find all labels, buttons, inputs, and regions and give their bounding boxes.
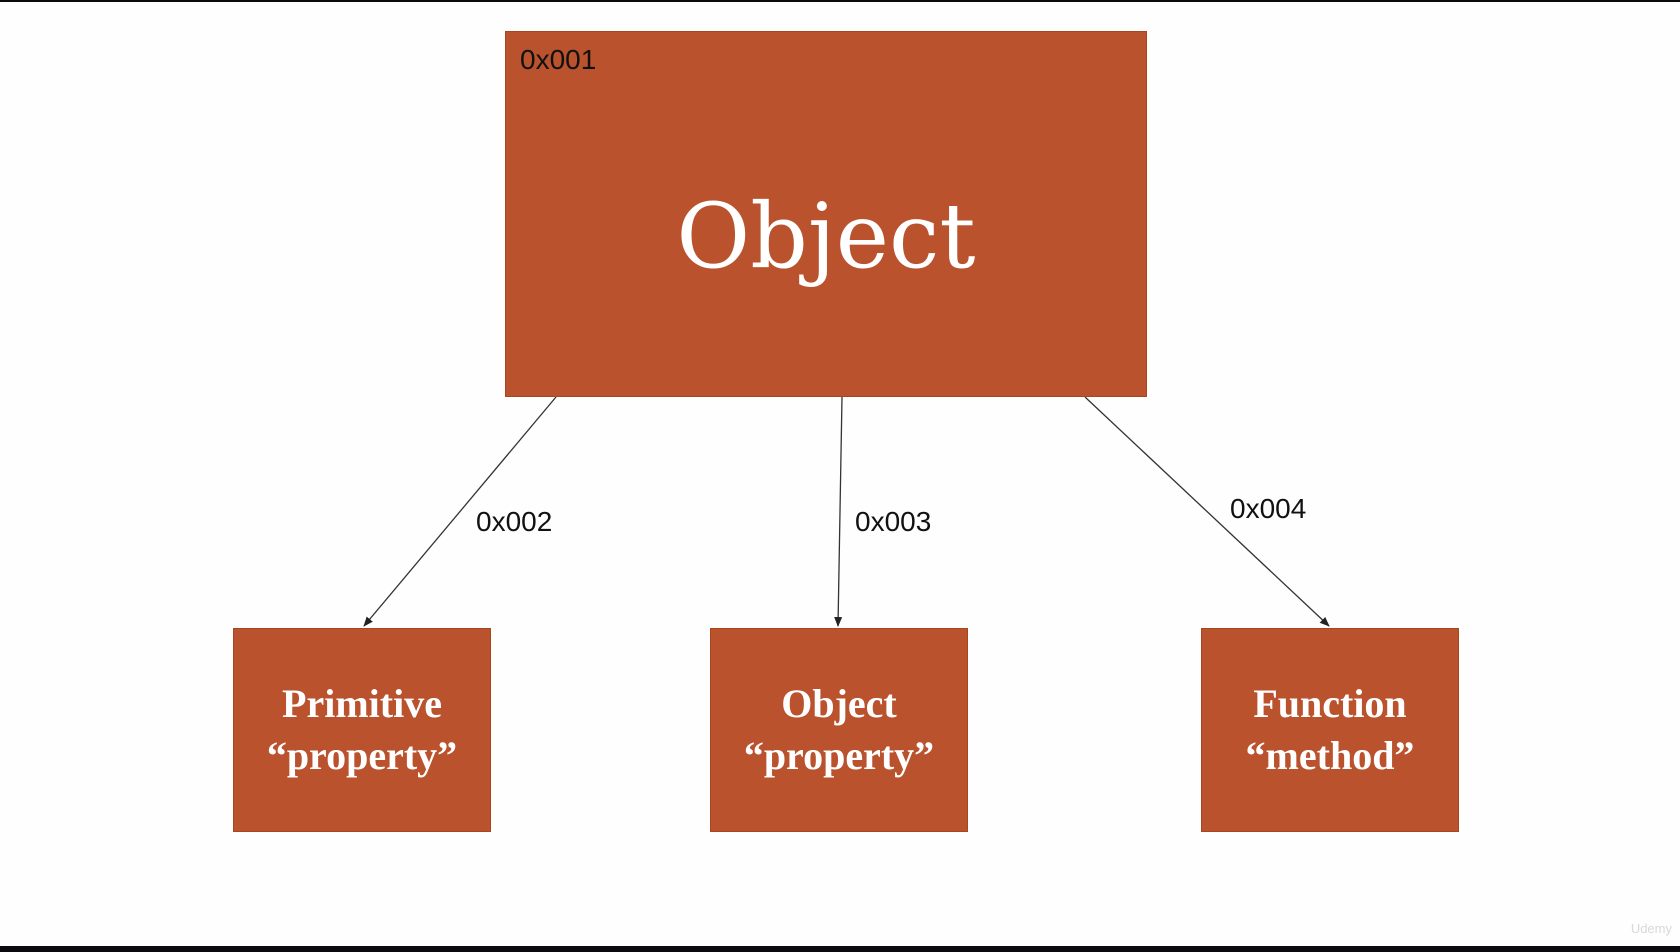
udemy-watermark: Udemy: [1630, 921, 1672, 936]
object-address: 0x001: [520, 44, 597, 75]
primitive-box-subtitle: “property”: [266, 733, 458, 778]
primitive-property-box: Primitive “property”: [233, 628, 491, 832]
object-property-address-label: 0x003: [855, 506, 932, 537]
object-property-box-subtitle: “property”: [743, 733, 935, 778]
object-property-box: Object “property”: [710, 628, 968, 832]
function-box-subtitle: “method”: [1245, 733, 1415, 778]
object-title: Object: [676, 184, 976, 289]
object-box: 0x001 Object: [505, 31, 1147, 397]
primitive-box-title: Primitive: [282, 681, 442, 726]
arrow-to-object: [834, 396, 843, 627]
arrow-to-function: [1084, 396, 1330, 627]
arrow-to-primitive: [363, 396, 557, 627]
method-address-label: 0x004: [1230, 493, 1307, 524]
function-box-title: Function: [1253, 681, 1407, 726]
primitive-address-label: 0x002: [476, 506, 553, 537]
function-method-box: Function “method”: [1201, 628, 1459, 832]
object-property-box-title: Object: [781, 681, 897, 726]
